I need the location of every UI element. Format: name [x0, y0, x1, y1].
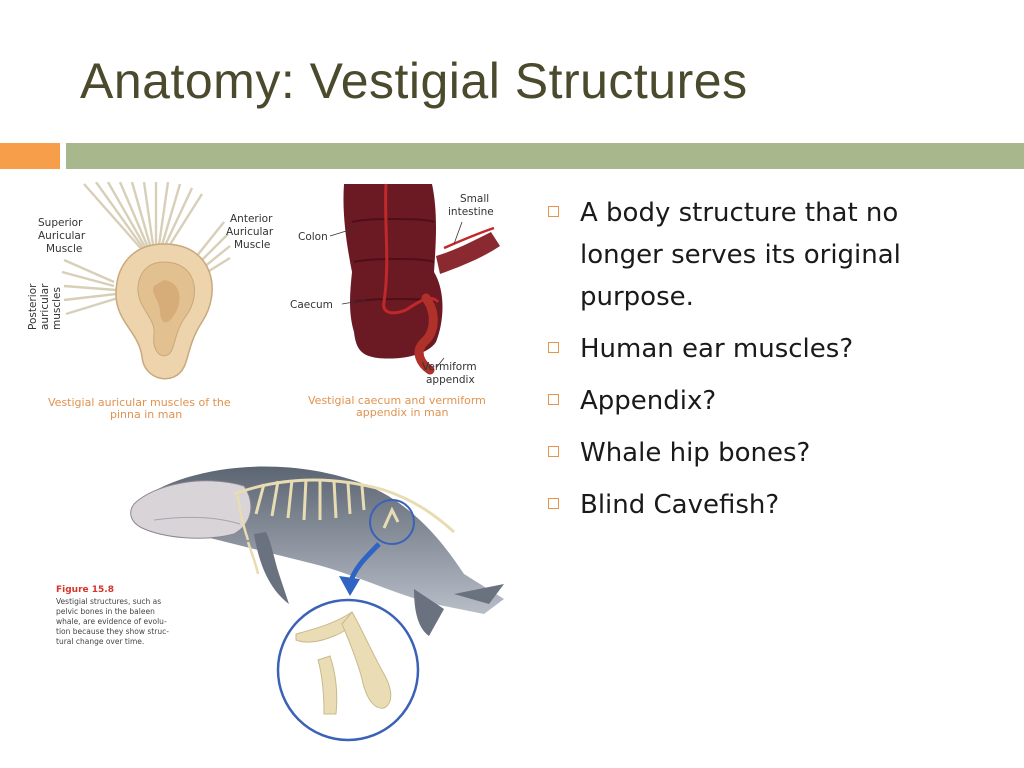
appendix-label-1: Vermiform — [422, 361, 477, 373]
whale-figure: Figure 15.8 Vestigial structures, such a… — [34, 424, 516, 742]
superior-label-1: Superior — [38, 217, 83, 229]
whale-caption-4: tion because they show struc- — [56, 627, 169, 636]
caecum-figure: Small intestine Colon Caecum Vermiform a… — [286, 182, 516, 420]
bullet-item: Human ear muscles? — [548, 328, 988, 370]
small-intestine-label-1: Small — [460, 193, 489, 205]
bullet-text: Whale hip bones? — [580, 438, 811, 468]
anterior-label-2: Auricular — [226, 226, 274, 238]
accent-bar-green — [66, 143, 1024, 169]
ear-muscles-figure: Superior Auricular Muscle Anterior Auric… — [24, 182, 286, 420]
appendix-label-2: appendix — [426, 374, 475, 386]
posterior-label-3: muscles — [51, 287, 63, 330]
bullet-marker-icon — [548, 342, 559, 353]
anterior-label-3: Muscle — [234, 239, 270, 251]
bullet-list: A body structure that no longer serves i… — [548, 192, 988, 536]
whale-caption-2: pelvic bones in the baleen — [56, 607, 155, 616]
bullet-marker-icon — [548, 498, 559, 509]
superior-label-2: Auricular — [38, 230, 86, 242]
bullet-text: Human ear muscles? — [580, 334, 854, 364]
bullet-text: A body structure that no longer serves i… — [580, 198, 901, 312]
colon-label: Colon — [298, 231, 328, 243]
whale-caption-3: whale, are evidence of evolu- — [56, 617, 167, 626]
accent-bar-orange — [0, 143, 60, 169]
slide-title: Anatomy: Vestigial Structures — [80, 53, 748, 109]
whale-caption-1: Vestigial structures, such as — [56, 597, 161, 606]
bullet-marker-icon — [548, 394, 559, 405]
bullet-marker-icon — [548, 206, 559, 217]
ear-illustration: Superior Auricular Muscle Anterior Auric… — [27, 182, 274, 420]
whale-caption-5: tural change over time. — [56, 637, 144, 646]
superior-label-3: Muscle — [46, 243, 82, 255]
bullet-text: Blind Cavefish? — [580, 490, 780, 520]
whale-illustration: Figure 15.8 Vestigial structures, such a… — [56, 466, 504, 742]
ear-caption-1: Vestigial auricular muscles of the — [48, 396, 231, 409]
caecum-label: Caecum — [290, 299, 333, 311]
bullet-marker-icon — [548, 446, 559, 457]
anterior-label-1: Anterior — [230, 213, 273, 225]
caecum-caption-2: appendix in man — [356, 406, 448, 419]
caecum-caption-1: Vestigial caecum and vermiform — [308, 394, 486, 407]
whale-figure-label: Figure 15.8 — [56, 585, 114, 595]
posterior-label-2: auricular — [39, 283, 51, 330]
bullet-item: Appendix? — [548, 380, 988, 422]
posterior-label-1: Posterior — [27, 283, 39, 330]
bullet-item: Whale hip bones? — [548, 432, 988, 474]
bullet-item: A body structure that no longer serves i… — [548, 192, 988, 318]
caecum-illustration: Small intestine Colon Caecum Vermiform a… — [290, 183, 500, 419]
small-intestine-label-2: intestine — [448, 206, 494, 218]
ear-caption-2: pinna in man — [110, 408, 182, 420]
bullet-item: Blind Cavefish? — [548, 484, 988, 526]
bullet-text: Appendix? — [580, 386, 717, 416]
